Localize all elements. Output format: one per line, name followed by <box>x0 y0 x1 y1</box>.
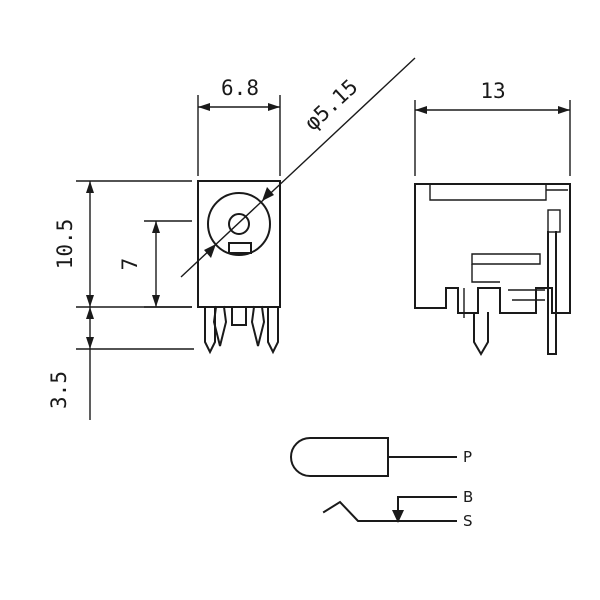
front-lead-left <box>204 306 216 355</box>
pin-s-line <box>322 500 457 522</box>
dim-hole-diameter: φ5.15 <box>180 57 416 278</box>
socket-hole <box>228 213 250 235</box>
front-lead-mid-left <box>212 305 228 347</box>
side-view <box>414 183 571 356</box>
socket-ring <box>207 192 271 256</box>
pin-s-label: S <box>463 512 473 530</box>
socket-tab <box>228 242 252 254</box>
dim-label-side-depth: 13 <box>480 79 505 103</box>
dim-inner-height: 7 <box>118 220 192 308</box>
dim-label-body-height: 10.5 <box>53 219 77 270</box>
plug-symbol <box>290 437 389 477</box>
front-view <box>197 180 281 355</box>
front-lead-mid-right <box>250 305 266 347</box>
jack-schematic: P B S <box>290 437 473 530</box>
side-lead <box>473 312 489 356</box>
dim-front-width: 6.8 <box>197 76 281 176</box>
front-lead-right <box>267 306 279 355</box>
side-internal-shelf <box>471 253 541 265</box>
dim-side-depth: 13 <box>414 79 571 176</box>
dim-body-height: 10.5 <box>53 180 192 308</box>
dim-pin-length: 3.5 <box>47 307 194 420</box>
front-lead-center <box>231 306 247 326</box>
side-top-recess <box>429 184 547 201</box>
dim-label-inner-height: 7 <box>118 258 142 271</box>
side-contact-block <box>547 209 561 233</box>
side-body-outline <box>414 183 571 314</box>
dim-label-front-width: 6.8 <box>221 76 259 100</box>
dim-label-hole-diameter: φ5.15 <box>300 75 363 136</box>
side-spring-contact <box>547 231 557 355</box>
dim-label-pin-length: 3.5 <box>47 371 71 409</box>
pin-b-label: B <box>463 488 473 506</box>
pin-p-label: P <box>463 448 472 466</box>
